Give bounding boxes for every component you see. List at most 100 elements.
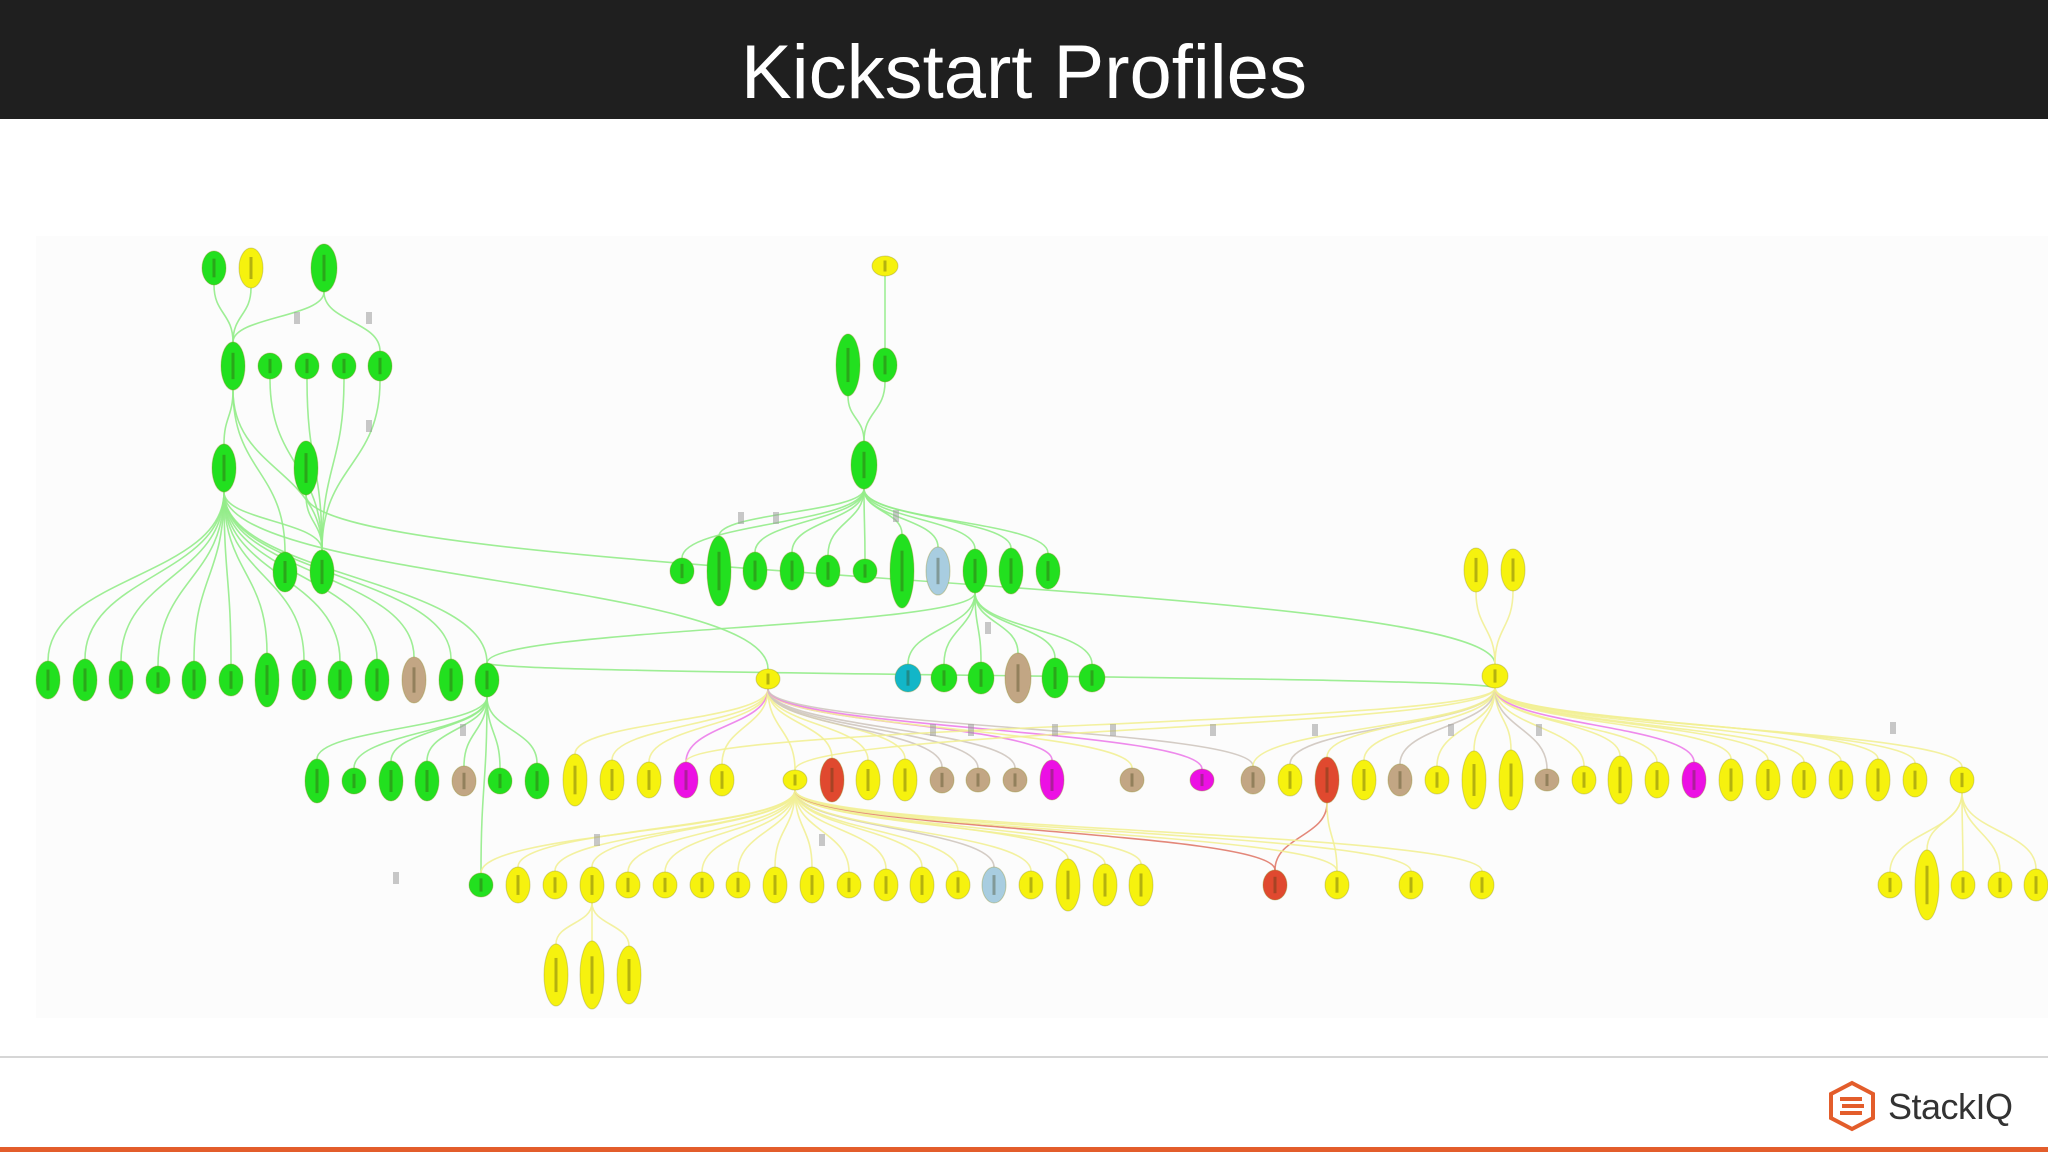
graph-node-tan [965, 767, 991, 793]
graph-edge [1494, 590, 1514, 665]
node-label-mark [498, 773, 502, 789]
graph-edge [794, 789, 850, 873]
graph-node-yellow [799, 866, 825, 904]
graph-node-yellow [579, 940, 605, 1010]
node-label-mark [378, 357, 382, 375]
node-label-mark [942, 670, 946, 686]
graph-edge [718, 488, 865, 537]
node-label-mark [626, 877, 630, 893]
graph-edge [554, 789, 796, 872]
node-label-mark [83, 668, 87, 692]
graph-node-yellow [542, 870, 568, 900]
graph-node-yellow [1914, 849, 1940, 921]
node-label-mark [884, 876, 888, 894]
graph-edge [611, 688, 769, 761]
node-label-mark [1888, 877, 1892, 893]
node-label-mark [793, 774, 797, 786]
node-label-mark [903, 768, 907, 792]
graph-edge [223, 491, 305, 661]
graph-node-green [294, 352, 320, 380]
graph-edge [794, 789, 1338, 872]
graph-edge [232, 287, 252, 343]
graph-edge [737, 789, 796, 873]
graph-edge [323, 291, 381, 352]
graph-node-yellow [1092, 863, 1118, 907]
graph-node-green [293, 440, 319, 496]
edge-label-mark [1312, 724, 1318, 736]
graph-node-yellow [1277, 763, 1303, 797]
graph-node-yellow [1324, 870, 1350, 900]
graph-node-yellow [909, 866, 935, 904]
node-label-mark [1655, 770, 1659, 790]
node-label-mark [1618, 766, 1622, 794]
graph-edge [685, 687, 1496, 763]
graph-node-red [1314, 756, 1340, 804]
graph-node-green [181, 660, 207, 700]
node-label-mark [1509, 763, 1513, 797]
node-label-mark [1729, 768, 1733, 792]
node-label-mark [773, 875, 777, 895]
node-label-mark [1435, 772, 1439, 788]
graph-node-green [930, 663, 958, 693]
node-label-mark [830, 767, 834, 793]
graph-node-lightblue [981, 866, 1007, 904]
graph-edge [1961, 792, 2037, 870]
node-label-mark [305, 358, 309, 374]
graph-node-green [220, 341, 246, 391]
node-label-mark [663, 877, 667, 893]
node-label-mark [222, 454, 226, 482]
graph-edge [157, 491, 225, 667]
node-label-mark [976, 773, 980, 787]
node-label-mark [212, 258, 216, 278]
graph-node-green [742, 551, 768, 591]
node-label-mark [156, 672, 160, 688]
graph-node-yellow [1865, 758, 1891, 802]
graph-edge [1494, 687, 1842, 762]
graph-edge [863, 488, 976, 550]
node-label-mark [680, 563, 684, 579]
node-label-mark [192, 669, 196, 691]
graph-node-green [341, 767, 367, 795]
node-label-mark [462, 772, 466, 790]
graph-node-tan [1119, 767, 1145, 793]
graph-edge [1494, 687, 1695, 763]
node-label-mark [1511, 558, 1515, 582]
node-label-mark [790, 560, 794, 582]
graph-node-green [35, 660, 61, 700]
node-label-mark [1362, 769, 1366, 791]
stackiq-logo: StackIQ [1826, 1080, 2026, 1132]
graph-node-yellow [945, 870, 971, 900]
node-label-mark [268, 358, 272, 374]
graph-edge [664, 789, 796, 873]
edge-label-mark [968, 724, 974, 736]
graph-node-red [819, 757, 845, 803]
node-label-mark [320, 559, 324, 585]
graph-edge [794, 789, 1276, 871]
graph-edge [847, 395, 865, 442]
graph-edge [1436, 687, 1496, 767]
graph-node-green [1041, 657, 1069, 699]
graph-node-yellow [616, 945, 642, 1005]
graph-node-green [468, 872, 494, 898]
graph-node-green [304, 758, 330, 804]
node-label-mark [342, 358, 346, 374]
node-label-mark [1960, 772, 1964, 788]
graph-node-yellow [871, 255, 899, 277]
graph-edge [794, 687, 1496, 771]
graph-edge [321, 380, 381, 551]
node-label-mark [1998, 877, 2002, 893]
node-label-mark [936, 557, 940, 585]
graph-node-green [872, 347, 898, 383]
graph-node-yellow [1481, 663, 1509, 689]
graph-node-green [211, 443, 237, 493]
graph-edge [767, 688, 796, 771]
graph-node-yellow [689, 871, 715, 899]
node-label-mark [1493, 669, 1497, 683]
edge-label-mark [1536, 724, 1542, 736]
graph-edge [84, 491, 225, 660]
graph-node-green [669, 557, 695, 585]
graph-edge [223, 491, 232, 665]
graph-node-red [1262, 869, 1288, 901]
graph-edge [767, 688, 1016, 769]
